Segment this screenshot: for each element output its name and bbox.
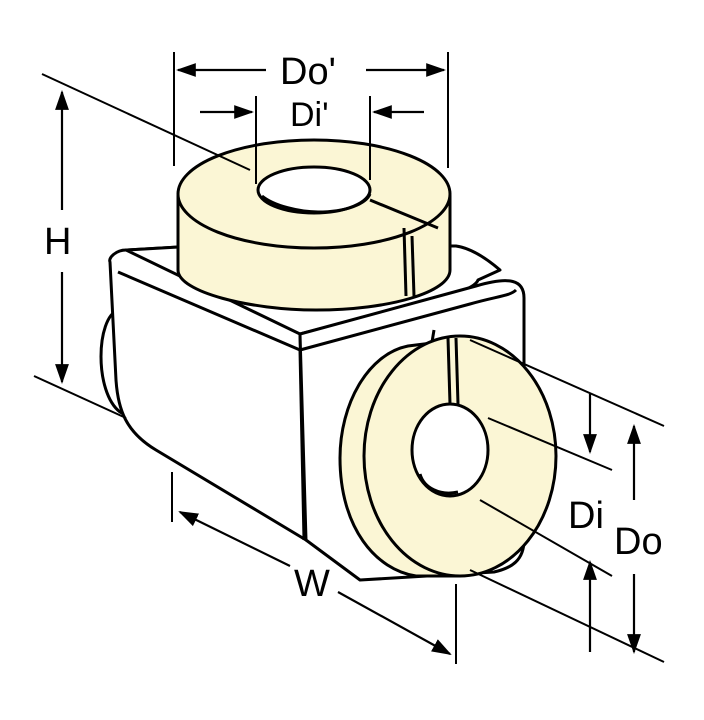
housing-inner-edge [298,349,306,541]
do-ext-top [469,339,665,427]
h-ext-bottom [33,375,127,419]
side-ring-split-seam [446,337,452,405]
label-do: Do [614,521,663,563]
w-dim-left [178,511,291,567]
side-ring-hole-wall [418,473,459,495]
w-dim-right [337,591,452,655]
top-collar-split-seam-side-2 [410,235,416,297]
side-ring-split-seam-2 [454,337,460,405]
top-collar-hole-wall [261,193,372,214]
housing-top-edge-line [117,270,301,352]
top-collar-split-seam-side [402,227,408,297]
top-insulation-collar [176,138,452,312]
housing-left-face [108,244,308,542]
di-ext-top [487,417,613,471]
label-w: W [294,563,330,605]
housing-right-top-line [299,288,518,352]
top-collar-split-seam [369,198,439,230]
label-di-prime: Di' [290,96,329,134]
h-ext-top [41,73,251,171]
side-ring-front-line [430,329,436,343]
label-h: H [44,221,71,263]
label-do-prime: Do' [280,51,336,93]
label-di: Di [568,495,604,537]
